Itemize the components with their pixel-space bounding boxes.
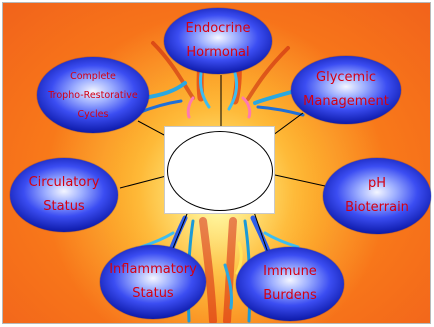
node-label-line: pH [368, 172, 386, 196]
node-label-line: Burdens [263, 284, 317, 308]
node-circulatory-status: Circulatory Status [10, 158, 118, 232]
node-immune-burdens: Immune Burdens [236, 247, 344, 321]
node-label-line: Endocrine [186, 17, 251, 41]
node-inflammatory-status: Inflammatory Status [100, 245, 206, 319]
node-label-line: Complete [70, 67, 116, 86]
node-glycemic-management: Glycemic Management [291, 56, 401, 124]
node-label-line: Circulatory [29, 171, 100, 195]
node-label-line: Status [132, 282, 173, 306]
node-label-line: Glycemic [316, 66, 376, 90]
node-label-line: Tropho-Restorative [48, 86, 137, 105]
node-ph-bioterrain: pH Bioterrain [323, 158, 431, 234]
node-label-line: Hormonal [186, 41, 249, 65]
node-tropho-restorative-cycles: Complete Tropho-Restorative Cycles [37, 57, 149, 133]
node-label-line: Immune [263, 260, 317, 284]
center-ellipse [167, 131, 273, 211]
node-endocrine-hormonal: Endocrine Hormonal [164, 8, 272, 74]
node-label-line: Cycles [78, 105, 109, 124]
node-label-line: Inflammatory [109, 258, 197, 282]
node-label-line: Status [43, 195, 84, 219]
node-label-line: Management [303, 90, 389, 114]
node-label-line: Bioterrain [345, 196, 409, 220]
